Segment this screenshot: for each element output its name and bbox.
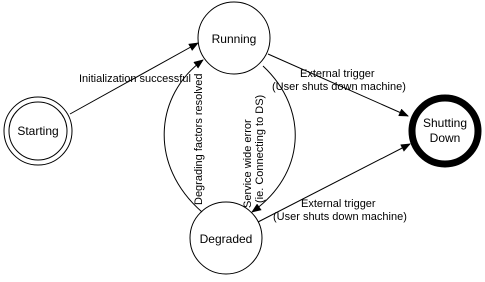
label-degrading-factors-resolved: Degrading factors resolved xyxy=(193,74,205,205)
label-service-wide-error-line2: (ie. Connecting to DS) xyxy=(254,95,266,203)
state-shutting-down-label-line1: Shutting xyxy=(423,116,467,130)
edge-degraded-to-running xyxy=(163,59,204,213)
label-service-wide-error-line1: Service wide error xyxy=(242,119,254,208)
label-external-trigger-top-line2: (User shuts down machine) xyxy=(272,81,406,93)
state-degraded: Degraded xyxy=(189,201,263,275)
label-external-trigger-bottom-line2: (User shuts down machine) xyxy=(273,211,407,223)
state-running-label: Running xyxy=(212,32,257,46)
edge-running-to-degraded xyxy=(251,65,296,213)
state-shutting-down-label-line2: Down xyxy=(430,131,461,145)
state-degraded-label: Degraded xyxy=(200,232,253,246)
label-initialization-successful: Initialization successful xyxy=(79,73,191,85)
state-running: Running xyxy=(197,1,271,75)
edge-degraded-to-shutting-down xyxy=(257,143,411,223)
state-shutting-down: Shutting Down xyxy=(408,94,482,168)
label-external-trigger-top-line1: External trigger xyxy=(300,68,375,80)
state-starting-label: Starting xyxy=(17,124,58,138)
edge-starting-to-running xyxy=(69,42,199,115)
label-external-trigger-bottom-line1: External trigger xyxy=(301,198,376,210)
edge-running-to-shutting-down xyxy=(267,53,409,117)
state-starting: Starting xyxy=(3,96,73,166)
